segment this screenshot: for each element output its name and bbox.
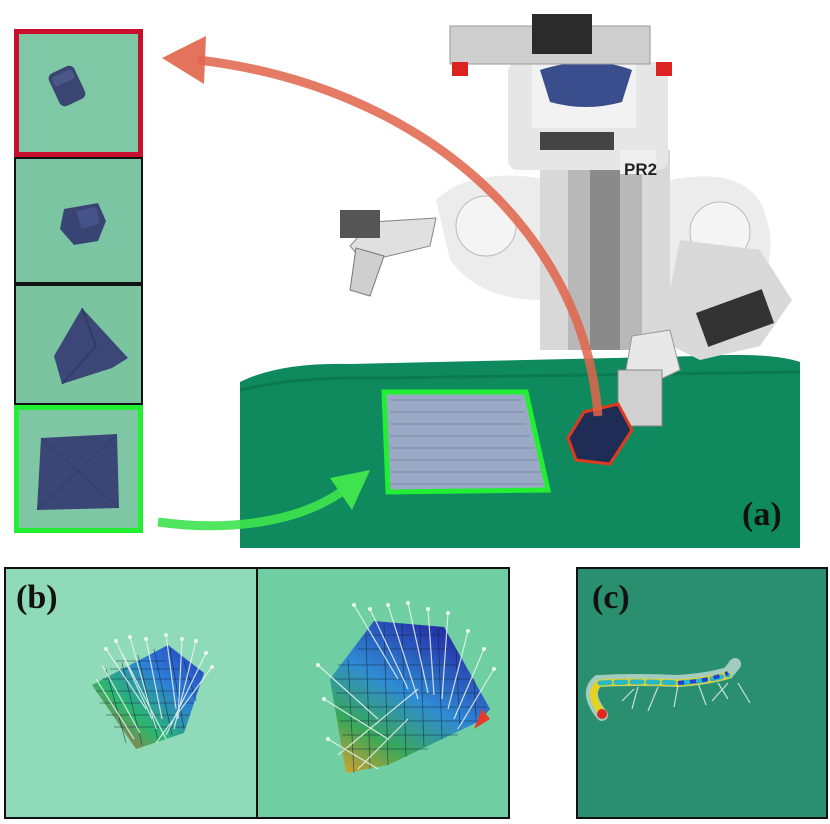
thumbnail-step-3 — [14, 284, 143, 405]
thumbnail-goal — [14, 29, 143, 157]
panel-b-left-view: (b) — [4, 567, 258, 819]
panel-b-label: (b) — [16, 579, 58, 616]
panel-c-label: (c) — [592, 579, 630, 616]
arrow-to-goal-icon — [162, 36, 206, 84]
thumbnail-start — [14, 405, 143, 533]
panel-a-label: (a) — [742, 496, 782, 533]
panel-c-view: (c) — [576, 567, 828, 819]
cloth-flow-heatmap-large — [258, 569, 508, 817]
thumbnail-step-2 — [14, 157, 143, 284]
panel-b-right-view — [256, 567, 510, 819]
cloth-partially-folded-icon — [16, 159, 141, 282]
cloth-kite-shape-icon — [16, 286, 141, 403]
rope-flow-heatmap — [578, 569, 826, 817]
cloth-folded-small-icon — [19, 34, 138, 152]
pr2-robot-illustration — [240, 14, 800, 548]
cloth-flow-heatmap — [6, 569, 256, 817]
panel-a-robot-scene: PR2 (a) — [240, 0, 800, 548]
robot-badge: PR2 — [624, 160, 658, 179]
cloth-flat-square-icon — [19, 410, 138, 528]
